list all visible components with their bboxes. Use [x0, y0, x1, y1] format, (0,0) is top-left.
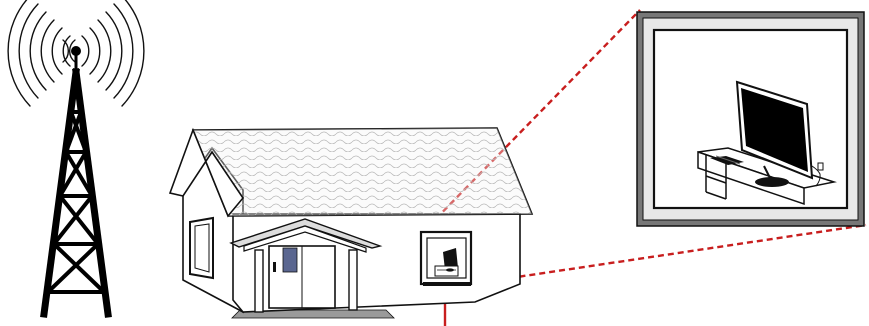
radio-waves-icon	[7, 0, 145, 107]
door-handle	[273, 262, 276, 272]
tv-base	[755, 177, 789, 187]
front-step	[231, 309, 395, 319]
gable-trim	[168, 127, 244, 218]
zoomed-room-callout	[636, 11, 865, 227]
door-window	[282, 247, 298, 273]
porch-post-right	[348, 249, 358, 311]
power-cord	[811, 165, 821, 187]
broadcast-tower-icon	[40, 46, 112, 318]
television-icon	[735, 80, 824, 187]
small-television-icon	[434, 248, 459, 277]
porch-post-left	[254, 249, 264, 313]
side-window	[189, 216, 214, 280]
porch-roof	[229, 218, 383, 249]
wall-outlet	[817, 162, 824, 171]
house-icon	[168, 127, 534, 319]
